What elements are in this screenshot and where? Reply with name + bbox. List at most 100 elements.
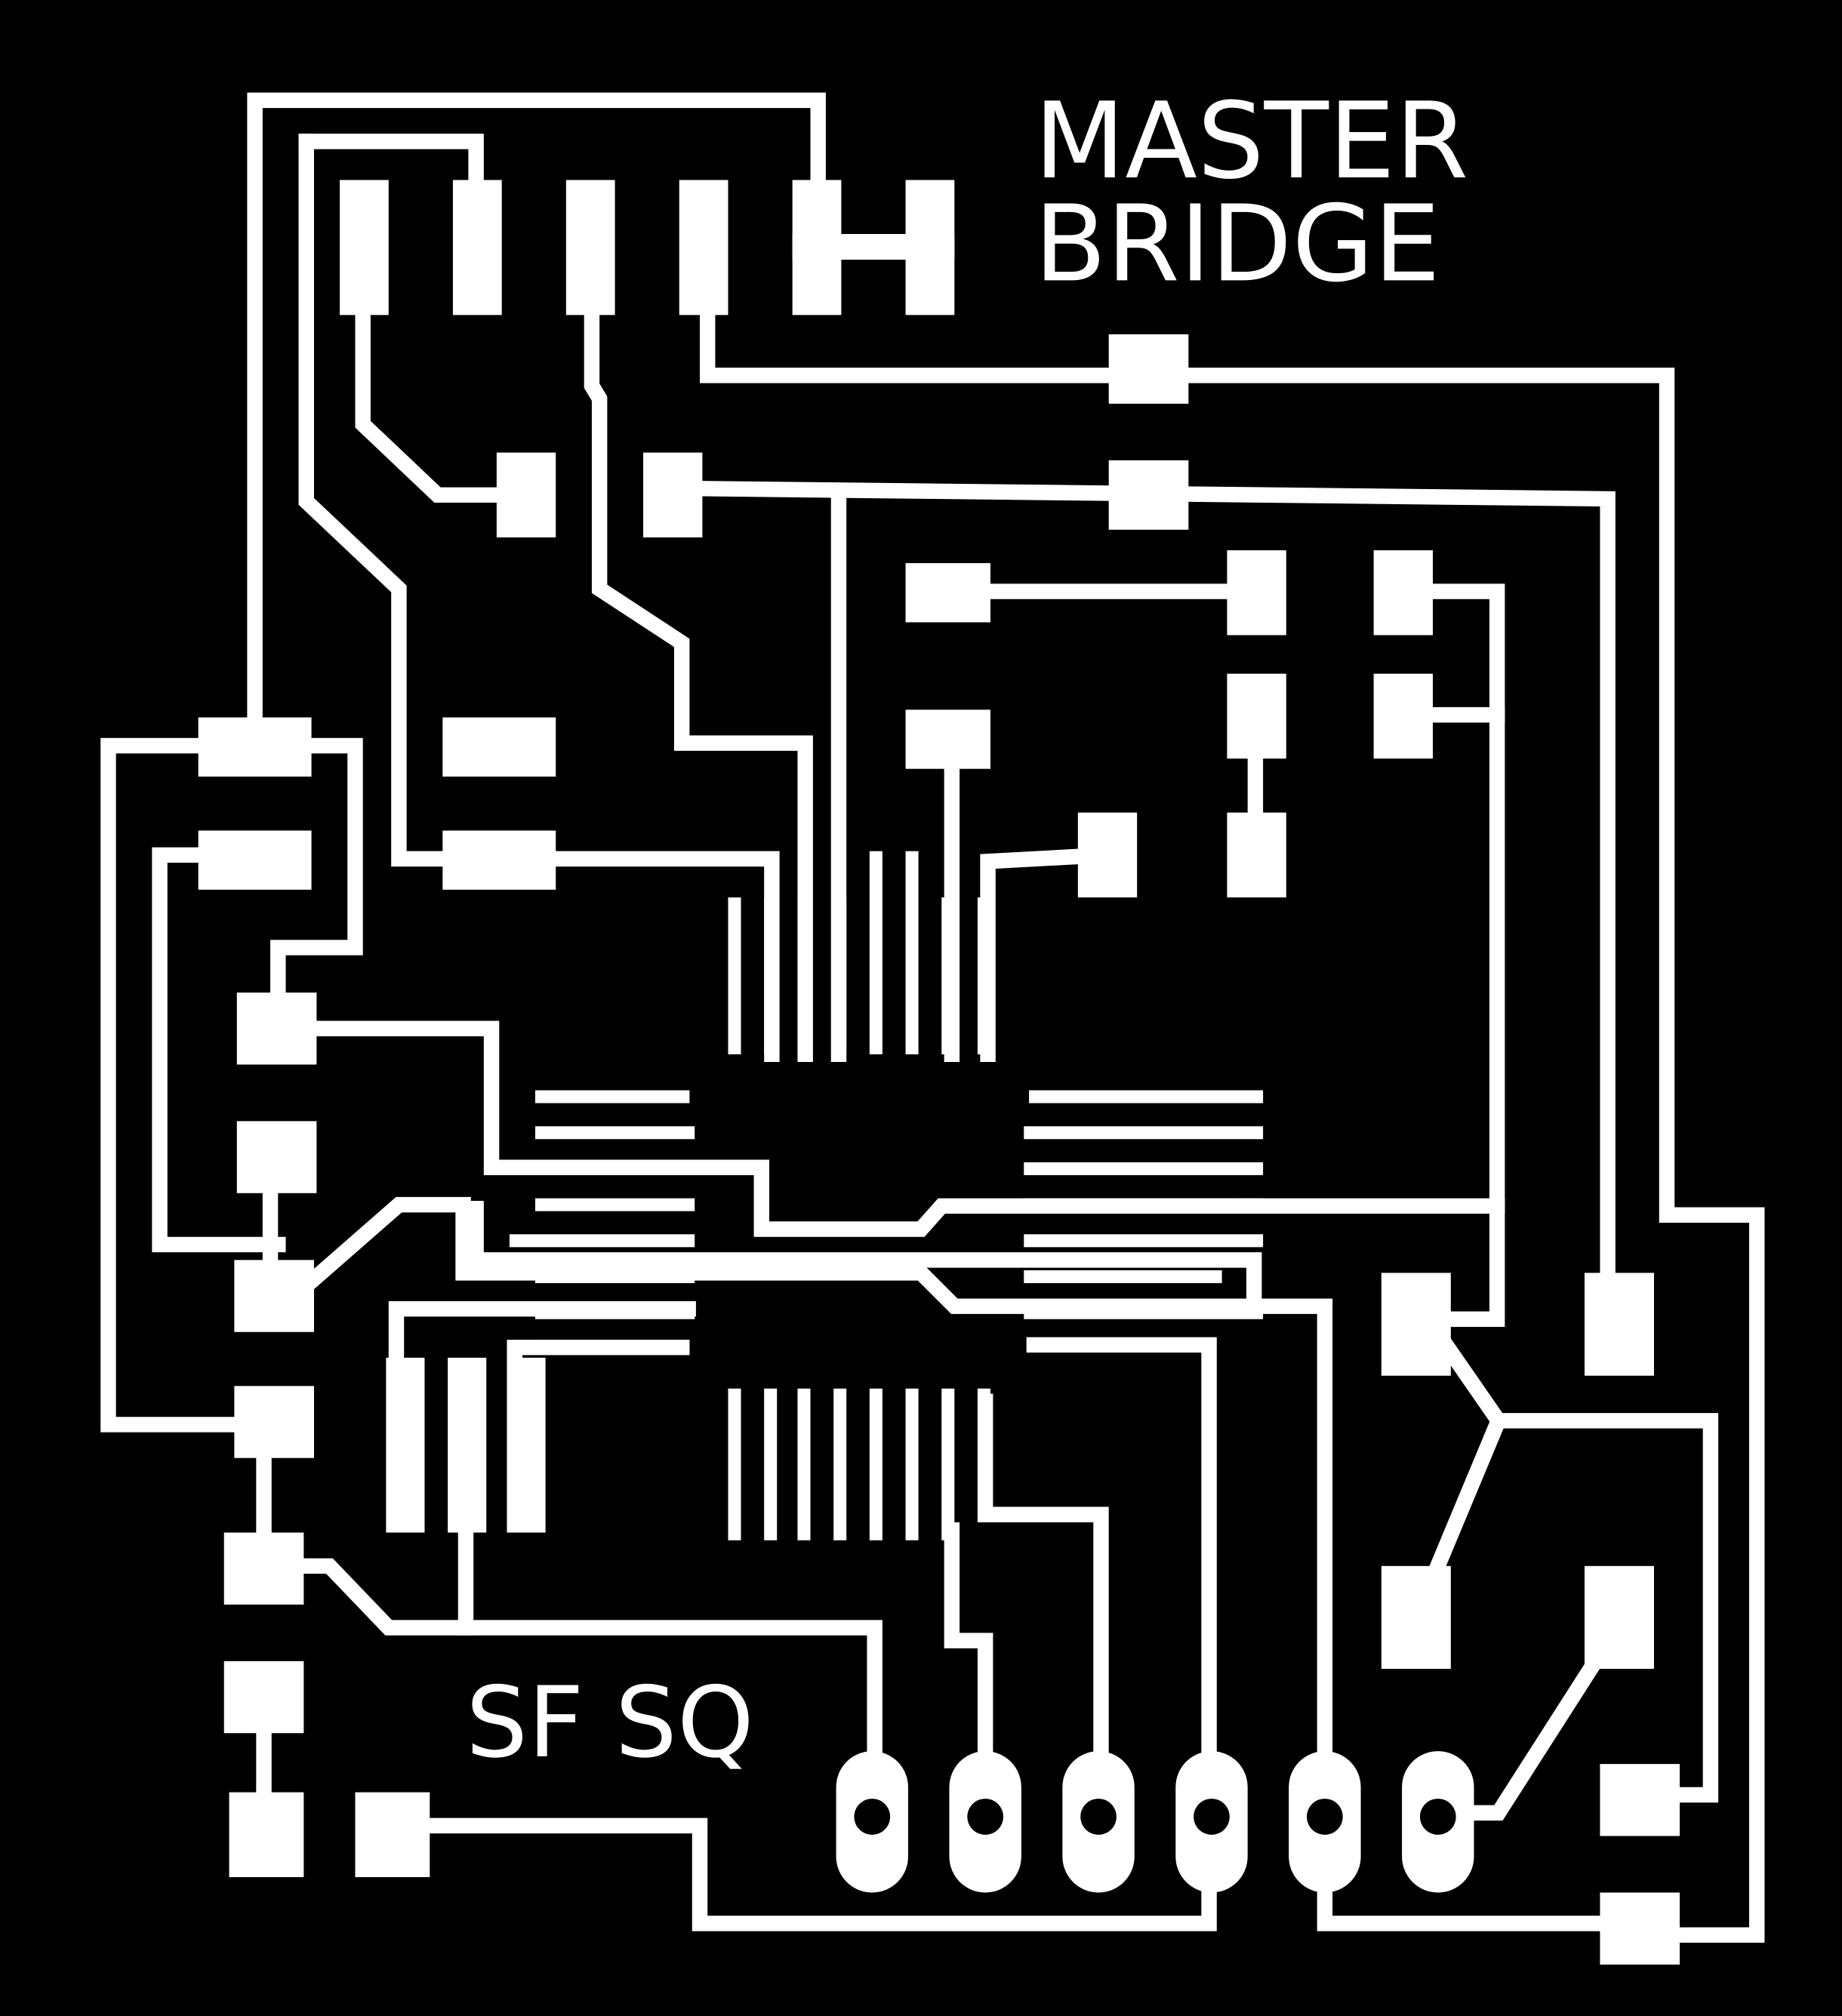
ic-bot-pin-4 (833, 1388, 847, 1540)
trace-right-pads (1406, 583, 1505, 1327)
pad-x1 (386, 1357, 425, 1533)
pad-b3 (1227, 812, 1286, 898)
pad-a2 (905, 709, 990, 769)
pad-v6 (223, 1661, 304, 1734)
ic-left-pin-8 (534, 1339, 690, 1353)
trace-mid-inner (468, 1201, 1262, 1310)
pad-r2 (1108, 460, 1189, 530)
pad-x3 (507, 1357, 546, 1533)
ic-top-pin-1 (728, 897, 741, 1054)
trace-lower-run (296, 1558, 882, 1769)
ic-bot-pin-1 (728, 1388, 741, 1540)
trace-sw-diag2 (1420, 1410, 1509, 1595)
connector-pads (836, 1751, 1474, 1893)
pad-b1 (1227, 550, 1286, 636)
pad-v1 (236, 993, 317, 1065)
pad-sw3 (1381, 1565, 1451, 1670)
pad-m2 (442, 830, 556, 890)
trace-top-loop (247, 92, 826, 754)
trace-pin3-down (584, 307, 813, 1063)
trace-chip-bot1 (944, 1522, 993, 1769)
trace-left-box (100, 737, 266, 1433)
pad-v3 (234, 1260, 314, 1332)
ic-left-pin-6 (534, 1270, 695, 1284)
ic-right-pin-3 (1024, 1162, 1264, 1175)
footer-label: SF SQ (466, 1666, 754, 1780)
pad-l1 (198, 717, 312, 777)
pad-sw4 (1584, 1565, 1654, 1670)
thru-pad-3 (1062, 1751, 1135, 1893)
ic-bot-pin-8 (977, 1388, 990, 1520)
ic-top-pin-6 (905, 851, 919, 1054)
ic-right-pin-5 (1024, 1234, 1264, 1248)
ic-top-pin-2 (764, 897, 778, 1054)
trace-left-inner-box (270, 737, 363, 1023)
thru-pad-1 (836, 1751, 908, 1893)
trace-header-diag (1459, 1641, 1613, 1821)
pad-b2 (1227, 673, 1286, 759)
pad-d1 (1077, 812, 1138, 898)
pad-e1 (1600, 1764, 1680, 1836)
title-line-1: MASTER (1034, 79, 1468, 202)
header-pad-4 (679, 180, 728, 315)
trace-left-inner (298, 134, 484, 188)
trace-bottom-loop (417, 1817, 1217, 1931)
ic-left-pin-5 (509, 1234, 695, 1248)
pad-c1a (496, 452, 556, 538)
ic-right-pin-7 (1024, 1306, 1264, 1319)
ic-right-pin-4 (1024, 1198, 1264, 1211)
ic-left-pin-1 (534, 1090, 690, 1103)
header-pad-2 (452, 180, 502, 315)
trace-mid-top (693, 480, 1616, 1319)
thru-pad-5 (1289, 1751, 1361, 1893)
trace-mid-link (300, 1020, 1262, 1237)
pad-r1 (1108, 334, 1189, 404)
thru-pad-6 (1402, 1751, 1474, 1893)
ic-bot-pin-2 (764, 1388, 778, 1540)
pad-m1 (442, 717, 556, 777)
ic-right-pin-2 (1024, 1126, 1264, 1140)
pad-v7 (229, 1792, 304, 1878)
trace-sw-diag (1429, 1326, 1719, 1803)
ic-right-pin-1 (1029, 1090, 1264, 1103)
ic-right-pin-6 (1024, 1270, 1222, 1284)
trace-left-diag (298, 134, 780, 1063)
smd-pads (198, 334, 1680, 1965)
ic-top-pin-5 (869, 851, 882, 1054)
pad-sw1 (1381, 1273, 1451, 1376)
pad-c3 (1373, 673, 1433, 759)
ic-bot-pin-3 (797, 1388, 811, 1540)
thru-pad-2 (949, 1751, 1021, 1893)
ic-left-pin-2 (534, 1126, 695, 1140)
header-bridge (792, 234, 955, 260)
ic-top-pin-3 (797, 897, 811, 1054)
pad-c1b (643, 452, 703, 538)
ic-bot-pin-6 (905, 1388, 919, 1540)
pad-x2 (448, 1357, 487, 1533)
ic-pins (509, 851, 1264, 1540)
header-pad-1 (340, 180, 389, 315)
ic-left-pin-4 (534, 1198, 695, 1211)
header-pad-3 (565, 180, 615, 315)
pad-e2 (1600, 1892, 1680, 1965)
pad-a1 (905, 563, 990, 623)
ic-bot-pin-7 (941, 1388, 955, 1540)
ic-left-pin-7 (534, 1306, 695, 1319)
ic-top-pin-7 (941, 897, 955, 1054)
header-pads-top (340, 180, 955, 315)
trace-left-c (152, 847, 286, 1253)
pad-sw2 (1584, 1273, 1654, 1376)
ic-top-pin-8 (977, 897, 990, 1054)
pad-v2 (236, 1121, 317, 1193)
thru-pad-4 (1175, 1751, 1248, 1893)
pad-l2 (198, 830, 312, 890)
pad-c2 (1373, 550, 1433, 636)
ic-top-pin-4 (833, 897, 847, 1054)
ic-left-pin-3 (534, 1162, 695, 1175)
pad-v8 (355, 1792, 430, 1878)
pad-v5 (223, 1532, 304, 1605)
trace-pin1-down (355, 307, 510, 503)
pad-v4 (234, 1386, 314, 1458)
title-line-2: BRIDGE (1034, 182, 1440, 305)
